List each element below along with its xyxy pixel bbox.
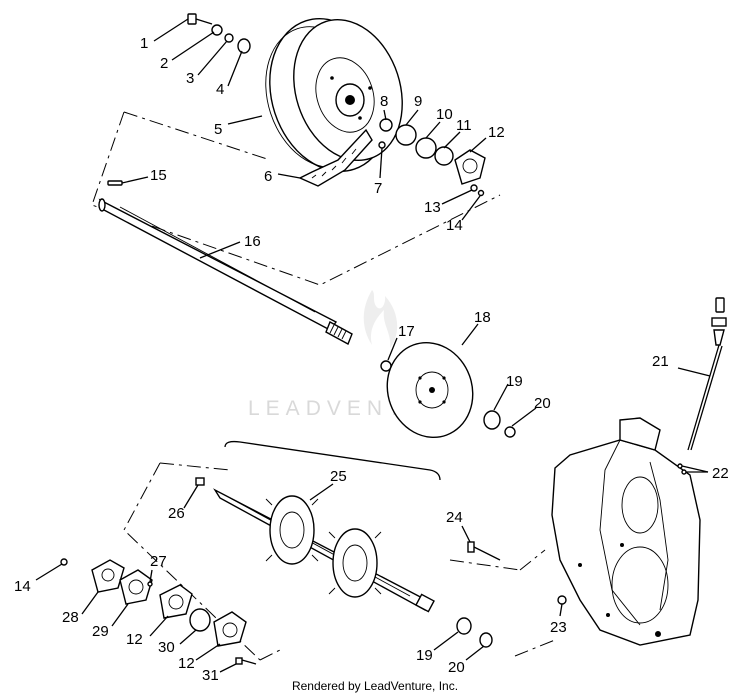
callout-30: 30 <box>158 639 175 656</box>
flange-12b <box>159 584 193 619</box>
bolt-31 <box>235 657 257 665</box>
retainer-9 <box>395 124 417 146</box>
callout-19b: 19 <box>416 647 433 664</box>
bearing-19a <box>483 410 501 430</box>
shaft-group-outline <box>91 111 501 286</box>
callout-20b: 20 <box>448 659 465 676</box>
callout-17: 17 <box>398 323 415 340</box>
collar-11 <box>434 146 454 166</box>
flange-28 <box>91 559 125 593</box>
jackshaft <box>98 198 353 345</box>
callout-16: 16 <box>244 233 261 250</box>
pin-27 <box>147 581 153 587</box>
bolt-26 <box>195 477 205 486</box>
bearing-30 <box>189 608 211 632</box>
callout-18: 18 <box>474 309 491 326</box>
bolt-24 <box>467 541 501 561</box>
callout-25: 25 <box>330 468 347 485</box>
nut-14b <box>60 558 68 566</box>
callout-15: 15 <box>150 167 167 184</box>
callout-8: 8 <box>380 93 388 110</box>
callout-31: 31 <box>202 667 219 684</box>
callout-19: 19 <box>506 373 523 390</box>
callout-2: 2 <box>160 55 168 72</box>
flange-12 <box>454 149 486 185</box>
driveshaft-group-outline <box>123 462 261 661</box>
callout-labels: 1 2 3 4 5 6 7 8 9 10 11 12 13 14 15 16 1… <box>14 35 729 684</box>
seal-22b <box>681 469 687 475</box>
callout-28: 28 <box>62 609 79 626</box>
callout-12: 12 <box>488 124 505 141</box>
callout-27: 27 <box>150 553 167 570</box>
watermark-logo <box>363 290 398 348</box>
ring-20a <box>504 426 516 438</box>
nut-13 <box>470 184 478 192</box>
callout-14b: 14 <box>14 578 31 595</box>
washer-3 <box>224 33 234 43</box>
callout-10: 10 <box>436 106 453 123</box>
callout-20: 20 <box>534 395 551 412</box>
callout-29: 29 <box>92 623 109 640</box>
driven-pulley <box>265 17 403 173</box>
callout-1: 1 <box>140 35 148 52</box>
callout-6: 6 <box>264 168 272 185</box>
callout-7: 7 <box>374 180 382 197</box>
credit-line: Rendered by LeadVenture, Inc. <box>291 679 459 693</box>
gasket-29 <box>119 569 153 605</box>
callout-3: 3 <box>186 70 194 87</box>
pulley-bolt <box>187 13 213 25</box>
nut-23 <box>557 595 567 605</box>
seal-22a <box>677 463 683 469</box>
leader-lines <box>35 18 711 673</box>
brake-disc <box>386 341 474 439</box>
washer-2 <box>211 24 223 36</box>
chaincase-housing <box>551 417 701 646</box>
callout-14: 14 <box>446 217 463 234</box>
key-15 <box>107 180 123 186</box>
callout-21: 21 <box>652 353 669 370</box>
callout-9: 9 <box>414 93 422 110</box>
flange-12c <box>213 611 247 647</box>
callout-4: 4 <box>216 81 224 98</box>
callout-12b: 12 <box>126 631 143 648</box>
dipstick <box>687 297 727 451</box>
washer-8 <box>379 118 393 132</box>
drive-shaft <box>213 488 435 613</box>
washer-14 <box>477 189 485 197</box>
callout-12c: 12 <box>178 655 195 672</box>
callout-11: 11 <box>456 117 472 134</box>
pulley-ramp <box>298 128 373 187</box>
callout-26: 26 <box>168 505 185 522</box>
callout-24: 24 <box>446 509 463 526</box>
ring-20b <box>479 632 493 648</box>
bearing-10 <box>415 137 437 159</box>
callout-23: 23 <box>550 619 567 636</box>
bolt-7 <box>378 141 386 149</box>
callout-5: 5 <box>214 121 222 138</box>
callout-13: 13 <box>424 199 441 216</box>
bearing-19b <box>456 617 472 635</box>
callout-22: 22 <box>712 465 729 482</box>
spacer-4 <box>237 38 251 54</box>
